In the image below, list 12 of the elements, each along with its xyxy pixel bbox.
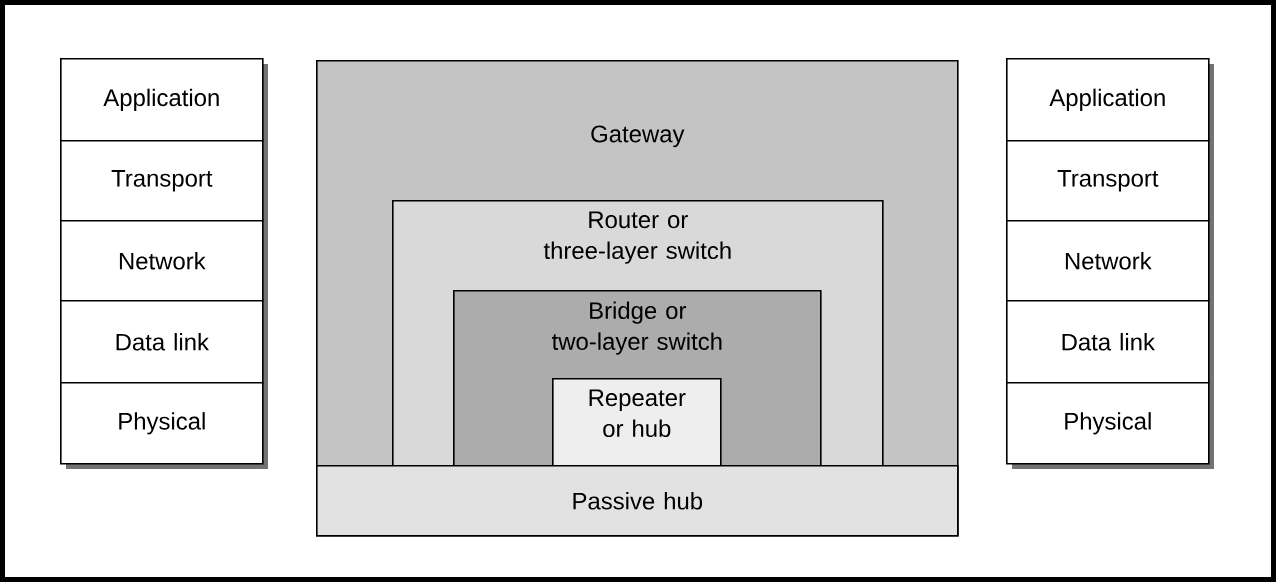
layer-box: Network xyxy=(1006,220,1210,302)
layer-box: Application xyxy=(1006,58,1210,142)
layer-box: Network xyxy=(60,220,264,302)
layer-box: Application xyxy=(60,58,264,142)
device-box: Passive hub xyxy=(316,465,959,537)
device-box: Repeater or hub xyxy=(552,378,722,467)
layer-box: Data link xyxy=(60,300,264,384)
layer-box: Physical xyxy=(60,382,264,465)
layer-box: Data link xyxy=(1006,300,1210,384)
layer-box: Transport xyxy=(1006,140,1210,222)
layer-box: Physical xyxy=(1006,382,1210,465)
layer-box: Transport xyxy=(60,140,264,222)
